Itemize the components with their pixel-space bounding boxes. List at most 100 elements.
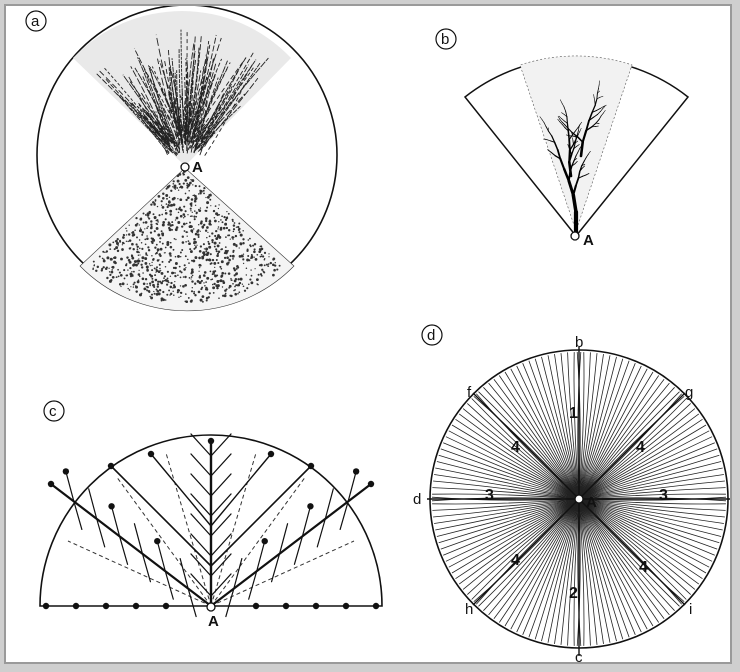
- panel-a-speck: [246, 259, 249, 262]
- panel-a-speck: [149, 263, 150, 264]
- panel-a-speck: [205, 220, 207, 222]
- panel-a-speck: [192, 184, 193, 185]
- panel-a-speck: [168, 261, 170, 263]
- panel-a-speck: [233, 267, 235, 269]
- panel-a-speck: [227, 262, 229, 264]
- panel-a-lower-sector: [80, 168, 294, 311]
- panel-a-speck: [221, 272, 224, 275]
- panel-a-speck: [167, 277, 169, 279]
- panel-a-speck: [161, 200, 163, 202]
- panel-a-speck: [138, 258, 139, 259]
- panel-a-speck: [161, 232, 164, 235]
- panel-a-speck: [173, 183, 175, 185]
- panel-a-speck: [184, 230, 186, 232]
- panel-a-speck: [203, 243, 205, 245]
- panel-a-speck: [202, 227, 204, 229]
- panel-a-speck: [186, 183, 188, 185]
- panel-a-speck: [232, 220, 234, 222]
- panel-a-speck: [196, 230, 199, 233]
- panel-a-speck: [168, 201, 171, 204]
- panel-a-speck: [246, 287, 248, 289]
- panel-d-flow-line: [441, 499, 579, 549]
- panel-a-speck: [165, 210, 166, 211]
- panel-a-speck: [183, 268, 186, 271]
- panel-a-speck: [190, 250, 193, 253]
- panel-a-speck: [146, 289, 148, 291]
- panel-a-speck: [224, 252, 226, 254]
- panel-a-speck: [185, 210, 187, 212]
- panel-a-speck: [145, 243, 147, 245]
- panel-a-speck: [146, 227, 148, 229]
- panel-a-speck: [177, 291, 179, 293]
- panel-a-speck: [179, 270, 181, 272]
- panel-d-flow-line: [579, 499, 717, 549]
- panel-a-speck: [224, 223, 227, 226]
- panel-a-point-a: [181, 163, 189, 171]
- panel-a-speck: [148, 218, 150, 220]
- panel-a-speck: [220, 228, 221, 229]
- panel-a-speck: [178, 289, 180, 291]
- panel-a-speck: [119, 241, 121, 243]
- panel-d-flow-line: [529, 361, 579, 499]
- panel-a-speck: [237, 278, 239, 280]
- panel-a-speck: [191, 179, 194, 182]
- panel-a-speck: [175, 272, 176, 273]
- panel-a-speck: [117, 238, 119, 240]
- panel-a-speck: [263, 271, 265, 273]
- panel-a-speck: [235, 284, 237, 286]
- panel-a-speck: [248, 239, 250, 241]
- panel-a-speck: [136, 246, 138, 248]
- panel-a-speck: [203, 224, 205, 226]
- panel-a-speck: [228, 272, 231, 275]
- panel-a-speck: [148, 291, 150, 293]
- panel-a-speck: [154, 247, 156, 249]
- panel-a-speck: [205, 248, 208, 251]
- panel-a-speck: [218, 208, 219, 209]
- panel-c-node: [368, 481, 374, 487]
- panel-a-speck: [192, 195, 193, 196]
- panel-a-speck: [264, 259, 266, 261]
- panel-a-speck: [156, 270, 158, 272]
- panel-a-speck: [250, 281, 253, 284]
- panel-c-node: [154, 538, 160, 544]
- panel-a-speck: [268, 253, 269, 254]
- panel-a-speck: [101, 269, 103, 271]
- panel-a-speck: [201, 287, 203, 289]
- panel-a-speck: [147, 214, 150, 217]
- panel-a-speck: [231, 279, 233, 281]
- panel-a-speck: [157, 281, 159, 283]
- panel-c-node: [163, 603, 169, 609]
- panel-a-speck: [209, 292, 211, 294]
- panel-c: c A: [40, 401, 382, 630]
- panel-a-speck: [177, 175, 180, 178]
- panel-a-speck: [139, 224, 140, 225]
- panel-a-speck: [211, 239, 214, 242]
- panel-a-speck: [207, 241, 209, 243]
- panel-a-speck: [191, 280, 193, 282]
- panel-a-speck: [197, 280, 200, 283]
- panel-a-speck: [205, 210, 207, 212]
- panel-a-speck: [151, 281, 154, 284]
- panel-a-speck: [216, 254, 219, 257]
- panel-a-speck: [155, 279, 158, 282]
- panel-c-branch: [211, 454, 231, 476]
- panel-a-speck: [142, 260, 144, 262]
- panel-a-speck: [152, 259, 154, 261]
- panel-a-speck: [175, 239, 176, 240]
- panel-a-speck: [276, 269, 278, 271]
- panel-a-speck: [243, 285, 245, 287]
- panel-a-speck: [192, 287, 193, 288]
- panel-a-speck: [179, 183, 181, 185]
- panel-a-speck: [198, 291, 201, 294]
- panel-a-speck: [221, 260, 224, 263]
- panel-a-speck: [203, 187, 205, 189]
- panel-a-speck: [93, 261, 95, 263]
- panel-a-speck: [146, 283, 148, 285]
- panel-a-speck: [144, 228, 145, 229]
- panel-a-speck: [197, 233, 200, 236]
- panel-a-speck: [199, 275, 201, 277]
- panel-c-node: [307, 503, 313, 509]
- panel-a-speck: [175, 219, 176, 220]
- panel-d-end-h: h: [465, 601, 473, 618]
- panel-a-speck: [191, 276, 193, 278]
